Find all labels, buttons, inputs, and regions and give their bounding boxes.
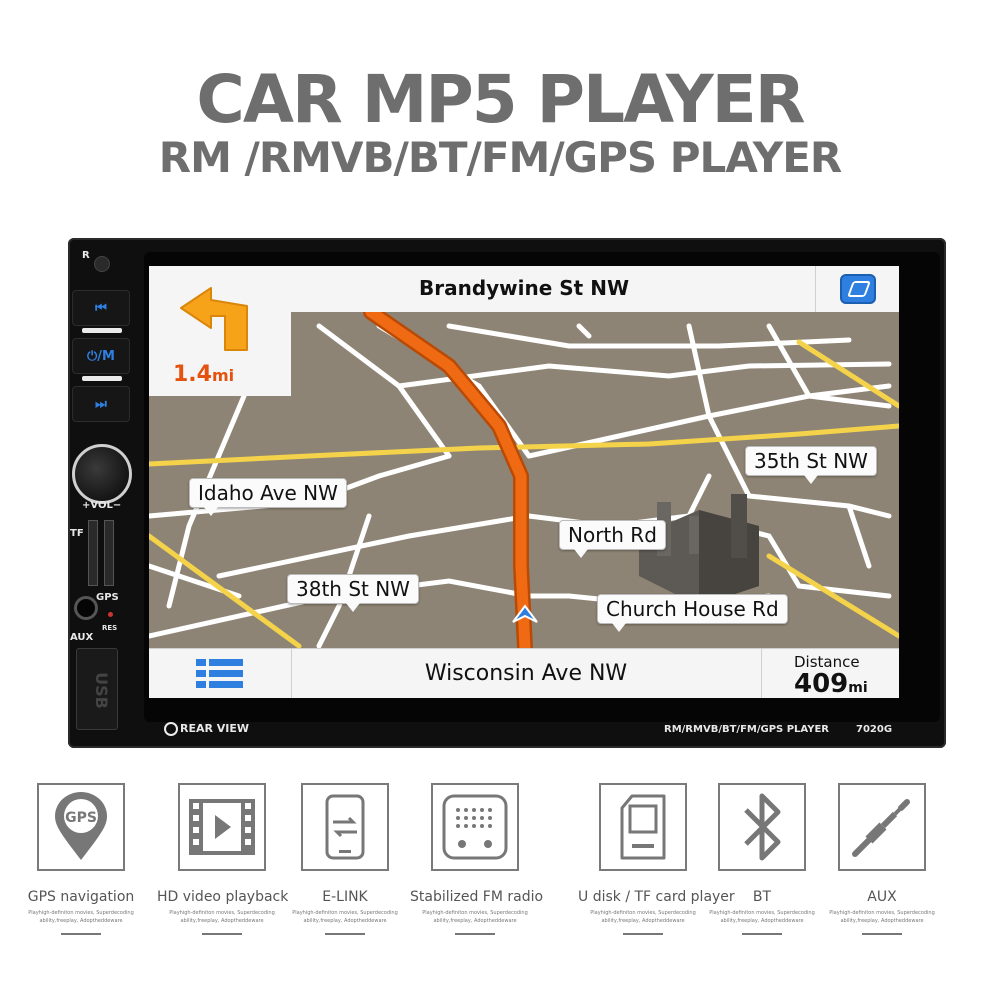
reset-hole[interactable]: [108, 612, 113, 617]
page-title: CAR MP5 PLAYER: [196, 61, 805, 138]
power-mode-button[interactable]: ⏻/M: [72, 338, 130, 374]
feature-description: Playhigh-definiton movies, Superdecoding…: [28, 910, 134, 924]
menu-button[interactable]: [149, 649, 292, 698]
landmark-building: [639, 494, 759, 606]
rear-view-label: REAR VIEW: [180, 722, 250, 735]
radio-icon: [442, 794, 508, 860]
street-label-church-house: Church House Rd: [597, 594, 788, 632]
aux-jack[interactable]: [74, 596, 98, 620]
feature-description: Playhigh-definiton movies, Superdecoding…: [829, 910, 935, 924]
gps-card-slot[interactable]: [104, 520, 114, 586]
map-mode-icon: [840, 274, 876, 304]
page-subtitle: RM /RMVB/BT/FM/GPS PLAYER: [158, 133, 843, 182]
screen-bezel: Brandywine St NW 1.4mi 35th St NW Idaho …: [144, 252, 940, 722]
tf-card-slot[interactable]: [88, 520, 98, 586]
map-mode-button[interactable]: [815, 266, 899, 312]
feature-elink: E-LINK Playhigh-definiton movies, Superd…: [280, 783, 410, 935]
divider: [742, 933, 782, 935]
feature-label: U disk / TF card player: [578, 889, 735, 905]
navigation-screen[interactable]: Brandywine St NW 1.4mi 35th St NW Idaho …: [149, 266, 899, 698]
reset-label: RES: [102, 624, 118, 632]
divider: [82, 328, 122, 333]
usb-port[interactable]: USB: [76, 648, 118, 730]
feature-label: E-LINK: [322, 889, 368, 905]
divider: [61, 933, 101, 935]
feature-description: Playhigh-definiton movies, Superdecoding…: [169, 910, 275, 924]
power-icon: ⏻/M: [87, 348, 115, 364]
volume-knob[interactable]: [72, 444, 132, 504]
skip-back-icon: ⏮: [95, 300, 107, 316]
bottom-info-bar: Wisconsin Ave NW Distance 409mi: [149, 648, 899, 698]
feature-label: BT: [752, 889, 772, 905]
feature-description: Playhigh-definiton movies, Superdecoding…: [422, 910, 528, 924]
feature-label: GPS navigation: [27, 889, 135, 905]
map-view[interactable]: [149, 266, 899, 698]
feature-label: HD video playback: [157, 889, 289, 905]
reset-indicator-label: R: [82, 250, 90, 261]
divider: [862, 933, 902, 935]
divider: [325, 933, 365, 935]
feature-video: HD video playback Playhigh-definiton mov…: [157, 783, 289, 935]
aux-label: AUX: [70, 632, 94, 643]
sd-card-icon: [620, 794, 666, 860]
svg-text:GPS: GPS: [65, 810, 97, 826]
distance-label: Distance: [794, 653, 860, 671]
current-street-label: Brandywine St NW: [418, 276, 630, 300]
prev-track-button[interactable]: ⏮: [72, 290, 130, 326]
next-street-label: Wisconsin Ave NW: [424, 661, 628, 686]
distance-value: 409mi: [794, 669, 868, 698]
gps-slot-label: GPS: [96, 592, 119, 603]
feature-udisk: U disk / TF card player Playhigh-definit…: [578, 783, 735, 935]
distance-panel: Distance 409mi: [761, 649, 899, 698]
divider: [623, 933, 663, 935]
next-track-button[interactable]: ⏭: [72, 386, 130, 422]
model-label: 7020G: [856, 724, 893, 735]
list-menu-icon: [196, 659, 243, 688]
skip-forward-icon: ⏭: [95, 396, 107, 412]
feature-aux: AUX Playhigh-definiton movies, Superdeco…: [817, 783, 947, 935]
feature-description: Playhigh-definiton movies, Superdecoding…: [709, 910, 815, 924]
feature-label: Stabilized FM radio: [410, 889, 544, 905]
street-label-35th: 35th St NW: [745, 446, 877, 484]
car-player-device: R ⏮ ⏻/M ⏭ +VOL− TF GPS RES AUX USB REAR …: [68, 238, 946, 748]
divider: [202, 933, 242, 935]
divider: [455, 933, 495, 935]
turn-distance: 1.4mi: [173, 362, 235, 387]
street-label-idaho: Idaho Ave NW: [189, 478, 347, 516]
volume-label: +VOL−: [82, 500, 122, 511]
phone-link-icon: [325, 794, 365, 860]
next-turn-panel: 1.4mi: [149, 266, 291, 396]
divider: [82, 376, 122, 381]
bluetooth-icon: [744, 793, 781, 861]
turn-left-arrow-icon: [180, 287, 248, 351]
ir-sensor: [94, 256, 110, 272]
feature-fm-radio: Stabilized FM radio Playhigh-definiton m…: [410, 783, 544, 935]
tf-slot-label: TF: [70, 528, 84, 539]
feature-description: Playhigh-definiton movies, Superdecoding…: [590, 910, 696, 924]
usb-label: USB: [91, 672, 111, 709]
brand-label: RM/RMVB/BT/FM/GPS PLAYER: [664, 724, 829, 735]
camera-icon: [164, 722, 178, 736]
video-play-icon: [189, 799, 255, 855]
feature-gps: GPS GPS navigation Playhigh-definiton mo…: [16, 783, 146, 935]
feature-label: AUX: [867, 889, 897, 905]
aux-plug-icon: [852, 799, 910, 857]
gps-pin-icon: GPS: [55, 792, 107, 860]
street-label-north-rd: North Rd: [559, 520, 666, 558]
feature-bt: BT Playhigh-definiton movies, Superdecod…: [697, 783, 827, 935]
feature-description: Playhigh-definiton movies, Superdecoding…: [292, 910, 398, 924]
street-label-38th: 38th St NW: [287, 574, 419, 612]
